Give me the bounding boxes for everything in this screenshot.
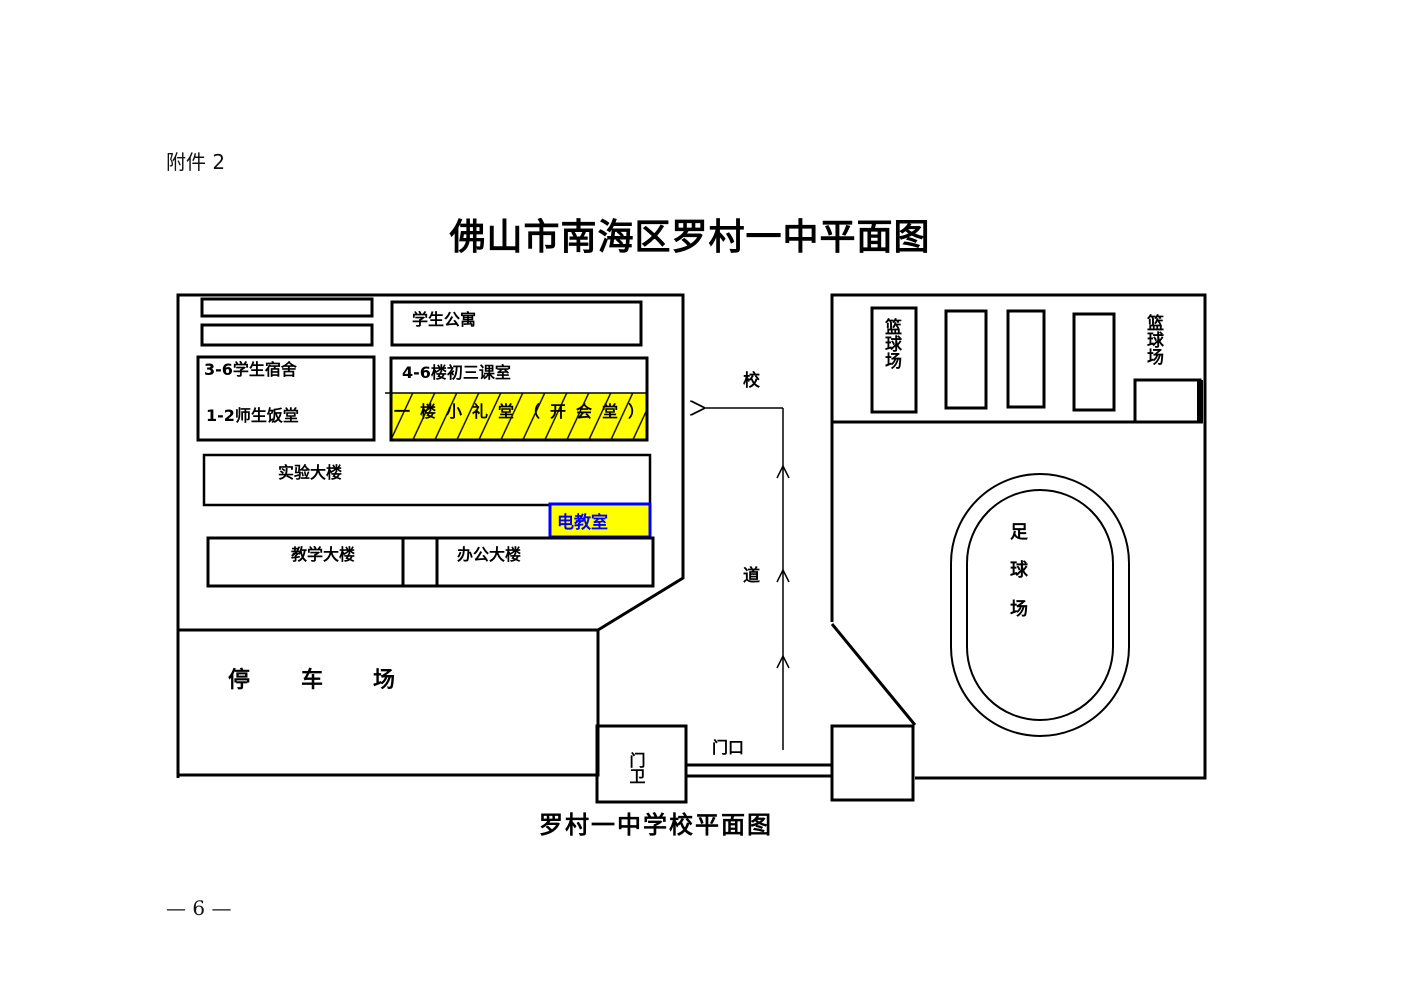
basketball-court-3 (1006, 309, 1046, 409)
gate-label: 门口 (712, 738, 744, 757)
av-room-label: 电教室 (557, 512, 608, 533)
attachment-label: 附件 2 (166, 150, 226, 174)
av-room[interactable] (548, 502, 652, 539)
student-apartment-label: 学生公寓 (412, 310, 476, 329)
office-building-label: 办公大楼 (457, 545, 521, 564)
football-label-2: 球 (1010, 560, 1029, 581)
basketball-court-1 (870, 306, 918, 414)
teaching-building-label: 教学大楼 (291, 545, 355, 564)
student-apartment-building (390, 300, 643, 347)
parking-lot (176, 628, 600, 777)
gate-house-right (830, 724, 915, 802)
page-number: — 6 — (166, 896, 232, 920)
building-small-1 (200, 297, 374, 318)
dorm-label: 3-6学生宿舍 (204, 360, 298, 379)
basketball-court-4 (1072, 312, 1116, 412)
left-campus-boundary (176, 293, 685, 778)
small-hall (392, 393, 647, 440)
canteen-label: 1-2师生饭堂 (206, 406, 299, 425)
lab-building-label: 实验大楼 (278, 463, 342, 482)
grade9-building (389, 356, 649, 442)
lab-building (202, 453, 652, 507)
page-title: 佛山市南海区罗村一中平面图 (449, 216, 931, 258)
running-track-outer (950, 473, 1130, 737)
basketball-court-2 (944, 309, 988, 410)
road-arrow (705, 408, 790, 750)
guard-label: 门卫 (627, 751, 646, 784)
dorm-canteen-building (196, 355, 376, 442)
small-court-building (1133, 378, 1202, 424)
building-small-2 (200, 323, 374, 347)
football-label-1: 足 (1010, 522, 1028, 543)
parking-label-3: 场 (373, 668, 395, 693)
running-track-inner (966, 489, 1114, 721)
basketball-left-label: 篮球场 (881, 317, 903, 370)
plan-caption: 罗村一中学校平面图 (539, 811, 773, 839)
football-label-3: 场 (1010, 599, 1028, 620)
road-label-1: 校 (743, 370, 761, 391)
parking-label-2: 车 (301, 667, 323, 693)
basketball-right-label: 篮球场 (1143, 313, 1165, 366)
teaching-office-building (206, 536, 655, 588)
road-label-2: 道 (743, 565, 760, 586)
grade9-classrooms-label: 4-6楼初三课室 (402, 363, 511, 382)
parking-label-1: 停 (228, 667, 250, 693)
